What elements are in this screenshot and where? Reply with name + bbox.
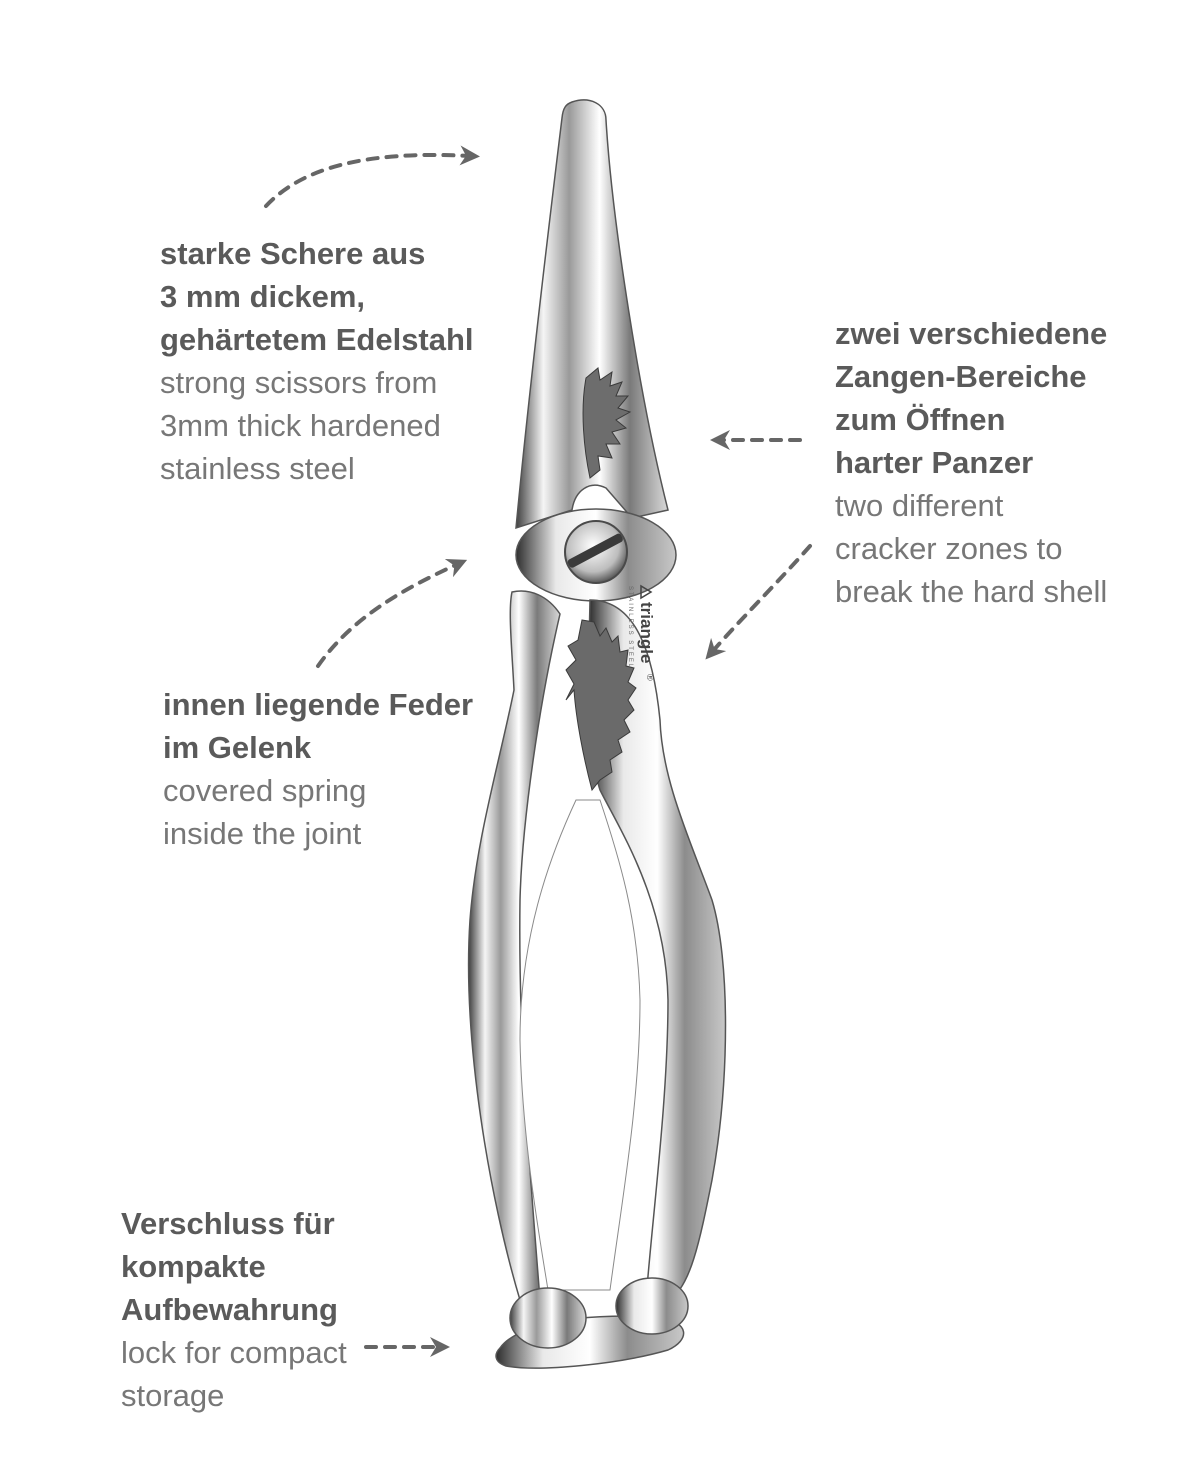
callout-lock: Verschluss für kompakte Aufbewahrung loc…: [121, 1202, 347, 1417]
callout-zones-en-1: two different: [835, 488, 1004, 523]
handle-gap: [519, 799, 641, 1291]
callout-scissors-en-2: 3mm thick hardened: [160, 408, 441, 443]
lower-jaw-teeth: [565, 619, 637, 792]
cracker-tool: triangle ® STAINLESS STEEL: [467, 99, 727, 1369]
callout-zones-de-3: zum Öffnen: [835, 402, 1006, 437]
right-handle: [588, 599, 727, 1301]
callout-lock-de-3: Aufbewahrung: [121, 1292, 338, 1327]
upper-blade: [515, 99, 669, 530]
callout-zones-de-4: harter Panzer: [835, 445, 1034, 480]
callout-spring-de-1: innen liegende Feder: [163, 687, 474, 722]
callout-zones-en-2: cracker zones to: [835, 531, 1063, 566]
arrow-to-blade-tip: [264, 145, 480, 208]
callout-zones-de-1: zwei verschiedene: [835, 316, 1108, 351]
callout-spring: innen liegende Feder im Gelenk covered s…: [163, 683, 473, 855]
upper-jaw-teeth: [582, 367, 632, 479]
callout-arrows: [264, 145, 812, 1357]
callout-lock-de-1: Verschluss für: [121, 1206, 335, 1241]
brand-name: triangle: [637, 602, 656, 663]
brand-engraving: triangle ® STAINLESS STEEL: [627, 584, 656, 681]
callout-spring-de-2: im Gelenk: [163, 730, 312, 765]
callout-lock-en-2: storage: [121, 1378, 225, 1413]
callout-scissors-en-1: strong scissors from: [160, 365, 438, 400]
triangle-logo-icon: [640, 584, 653, 600]
callout-spring-en-1: covered spring: [163, 773, 367, 808]
arrow-to-lower-zone: [705, 544, 812, 660]
brand-mark: ®: [645, 674, 655, 681]
callout-spring-en-2: inside the joint: [163, 816, 362, 851]
callout-zones-de-2: Zangen-Bereiche: [835, 359, 1087, 394]
left-handle-end: [509, 1287, 587, 1349]
arrow-to-joint: [316, 558, 468, 668]
callout-scissors-en-3: stainless steel: [160, 451, 355, 486]
callout-scissors-de-2: 3 mm dickem,: [160, 279, 366, 314]
screw-slot: [567, 533, 623, 568]
callout-scissors-de-3: gehärtetem Edelstahl: [160, 322, 474, 357]
callout-zones: zwei verschiedene Zangen-Bereiche zum Öf…: [835, 312, 1107, 613]
right-handle-end: [615, 1277, 689, 1335]
callout-lock-de-2: kompakte: [121, 1249, 266, 1284]
brand-sub: STAINLESS STEEL: [627, 586, 633, 669]
callout-lock-en-1: lock for compact: [121, 1335, 347, 1370]
callout-scissors-de-1: starke Schere aus: [160, 236, 426, 271]
callout-scissors: starke Schere aus 3 mm dickem, gehärtete…: [160, 232, 474, 490]
callout-zones-en-3: break the hard shell: [835, 574, 1108, 609]
